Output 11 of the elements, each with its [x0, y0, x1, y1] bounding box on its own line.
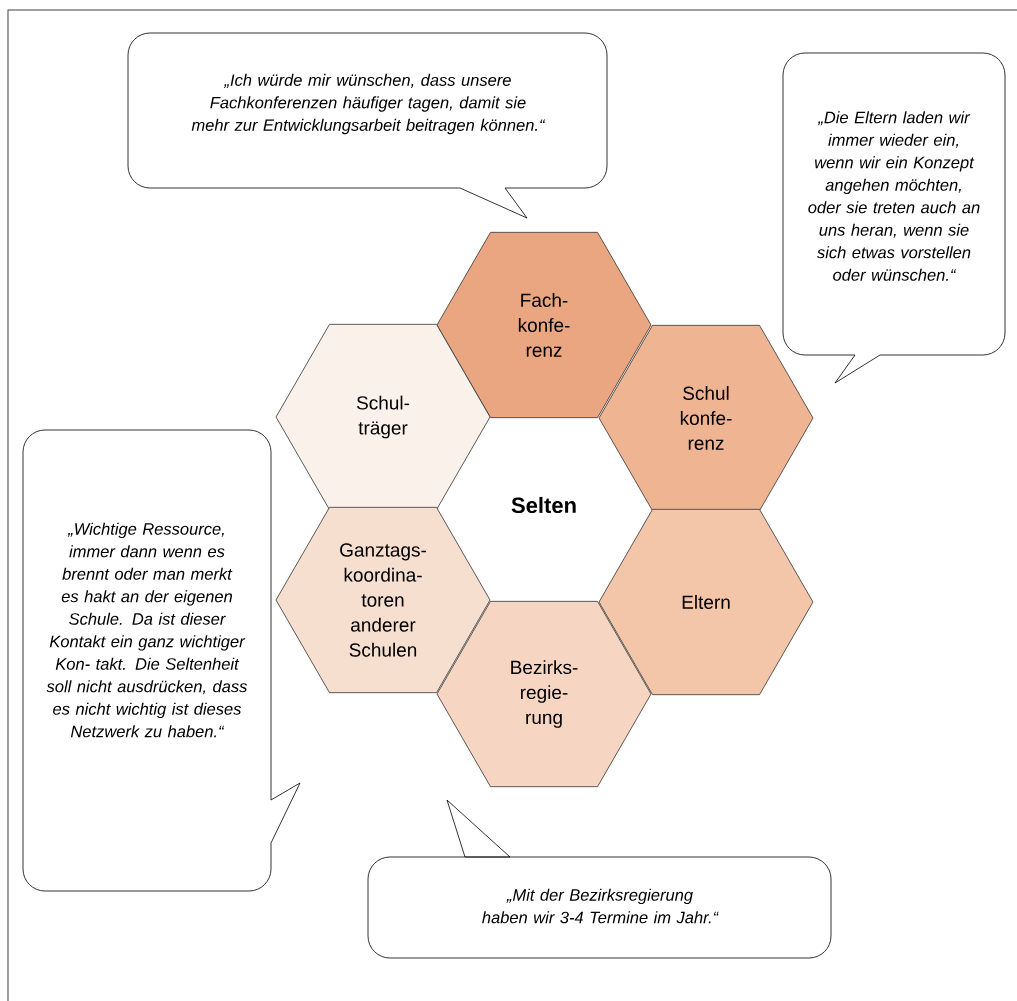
hexagon: Bezirks- regie- rung	[436, 600, 652, 788]
hexagon: Eltern	[598, 508, 814, 696]
hexagon: Schul- träger	[275, 323, 491, 511]
center-label: Selten	[511, 496, 576, 514]
hexagon: Schul konfe- renz	[598, 324, 814, 512]
speech-bubble: „Ich würde mir wünschen, dass unsere Fachkonferenzen häufiger tagen, damit sie mehr zur Entwicklungsarbeit beitragen können.“	[127, 32, 608, 219]
speech-bubble: „Mit der Bezirksregierung haben wir 3-4 Termine im Jahr.“	[367, 799, 832, 959]
hexagon: Ganztags- koordina- toren anderer Schulen	[275, 506, 491, 694]
speech-bubble: „Die Eltern laden wir immer wieder ein, wenn wir ein Konzept angehen möchten, oder sie treten auch an uns heran, wenn sie sich etwas vorstellen oder wünschen.“	[782, 52, 1006, 384]
speech-bubble: „Wichtige Ressource, immer dann wenn es brennt oder man merkt es hakt an der eigenen Schule. Da ist dieser Kontakt ein ganz wichtiger Kon- takt. Die Seltenheit soll nicht ausdrücken, dass es nicht wichtig ist dieses Netzwerk zu haben.“	[22, 429, 301, 892]
hexagon: Fach- konfe- renz	[436, 231, 652, 419]
